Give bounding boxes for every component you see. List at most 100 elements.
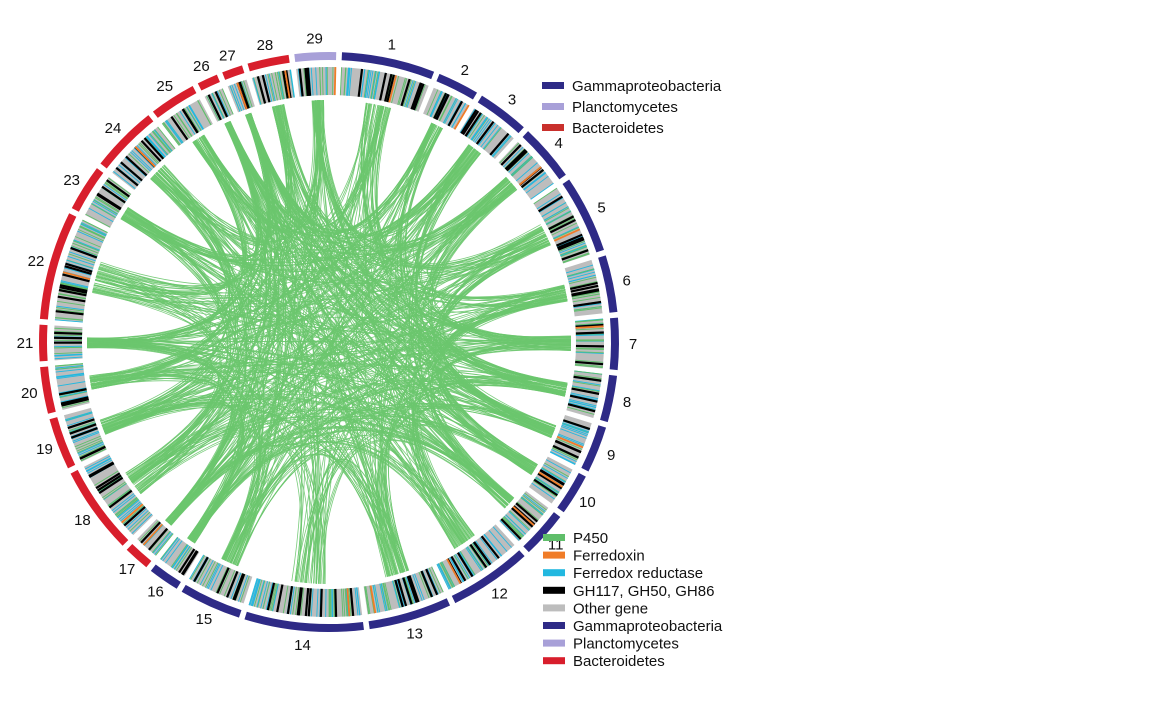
- gene-mark: [269, 583, 277, 611]
- gene-mark: [251, 578, 261, 607]
- gene-mark: [59, 391, 88, 398]
- gene-mark: [152, 531, 172, 554]
- gene-mark: [54, 327, 83, 331]
- genome-label-14: 14: [294, 637, 311, 654]
- gh-gene-mark: [537, 472, 563, 490]
- phylum-legend-label: Planctomycetes: [572, 99, 678, 116]
- ferredoxin-gene-mark: [236, 82, 248, 110]
- gene-mark: [575, 351, 604, 354]
- gene-mark: [153, 129, 173, 152]
- phylum-legend: GammaproteobacteriaPlanctomycetesBactero…: [542, 78, 722, 137]
- ferredoxin-gene-mark: [446, 558, 462, 585]
- gh-gene-mark: [384, 73, 393, 102]
- gene-mark: [392, 580, 401, 608]
- gene-mark: [128, 153, 150, 174]
- gene-mark: [575, 319, 604, 323]
- p450-link: [192, 106, 290, 235]
- gene-mark: [64, 267, 92, 276]
- gene-mark: [218, 89, 231, 116]
- gene-mark: [151, 131, 171, 154]
- gene-mark: [560, 245, 587, 257]
- p450-link: [168, 443, 390, 577]
- gene-mark: [370, 70, 376, 99]
- phylum-legend-swatch: [542, 103, 564, 110]
- gene-mark: [428, 567, 441, 594]
- gh-gene-mark: [64, 265, 92, 275]
- gene-mark: [339, 67, 343, 96]
- gene-mark: [73, 239, 100, 251]
- gh-gene-mark: [101, 185, 126, 204]
- gene-mark: [471, 543, 489, 567]
- gene-mark: [57, 381, 86, 387]
- gene-mark: [536, 193, 561, 210]
- gene-mark: [539, 197, 564, 213]
- gene-mark: [523, 172, 547, 191]
- gh-gene-mark: [256, 76, 267, 104]
- genome-arc-23: [71, 168, 104, 212]
- p450-link: [236, 100, 324, 567]
- gh-gene-mark: [96, 192, 122, 210]
- p450-link: [318, 100, 390, 577]
- gene-mark: [572, 380, 601, 386]
- gh-gene-mark: [460, 109, 478, 135]
- gh-gene-mark: [298, 68, 304, 97]
- gene-mark: [449, 557, 464, 583]
- gene-mark: [190, 555, 206, 580]
- gene-mark: [556, 438, 583, 450]
- gene-mark: [98, 476, 123, 493]
- gene-mark: [466, 113, 483, 138]
- gene-mark: [165, 540, 183, 564]
- gene-mark: [520, 497, 543, 516]
- gh-gene-mark: [193, 556, 209, 583]
- gene-mark: [530, 182, 554, 200]
- genome-arc-5: [562, 179, 604, 253]
- gene-mark: [230, 572, 242, 600]
- gene-mark: [426, 89, 439, 116]
- gene-mark: [223, 570, 236, 597]
- gene-mark: [265, 582, 274, 610]
- genome-label-23: 23: [63, 172, 80, 189]
- gene-mark: [54, 353, 83, 356]
- gh-gene-mark: [575, 360, 604, 366]
- p450-link: [92, 291, 398, 575]
- gene-mark: [558, 433, 585, 445]
- gene-mark: [345, 588, 349, 617]
- phylum-legend-swatch: [542, 124, 564, 131]
- gene-mark: [257, 580, 266, 608]
- p450-link: [87, 347, 326, 584]
- gh-gene-mark: [386, 74, 395, 103]
- gene-legend-swatch: [543, 569, 565, 577]
- gene-mark: [543, 206, 569, 221]
- gene-mark: [171, 544, 189, 568]
- gh-gene-mark: [561, 249, 589, 261]
- gh-gene-mark: [480, 535, 500, 559]
- gene-mark: [188, 105, 204, 130]
- gene-mark: [65, 412, 93, 422]
- gene-mark: [60, 281, 89, 289]
- gene-mark: [54, 356, 83, 360]
- genome-label-10: 10: [579, 494, 596, 511]
- gene-mark: [574, 363, 603, 367]
- p450-link: [95, 276, 552, 438]
- gene-mark: [550, 451, 576, 465]
- genome-label-28: 28: [257, 37, 274, 54]
- p450-link: [159, 100, 325, 242]
- gene-mark: [267, 73, 275, 102]
- gene-mark: [348, 588, 352, 617]
- p450-link: [121, 178, 234, 272]
- gene-mark: [206, 95, 220, 121]
- gene-mark: [558, 240, 586, 252]
- gene-mark: [426, 568, 439, 595]
- gene-mark: [551, 449, 577, 463]
- gene-mark: [483, 127, 502, 150]
- gene-mark: [466, 546, 483, 571]
- gene-mark: [483, 533, 503, 557]
- gene-mark: [310, 67, 314, 96]
- p450-link: [276, 105, 555, 432]
- gene-mark: [346, 67, 349, 96]
- gene-mark: [68, 253, 96, 264]
- gh-gene-mark: [58, 388, 87, 396]
- gene-legend-swatch: [543, 622, 565, 629]
- gene-mark: [509, 510, 531, 531]
- gene-mark: [569, 398, 597, 407]
